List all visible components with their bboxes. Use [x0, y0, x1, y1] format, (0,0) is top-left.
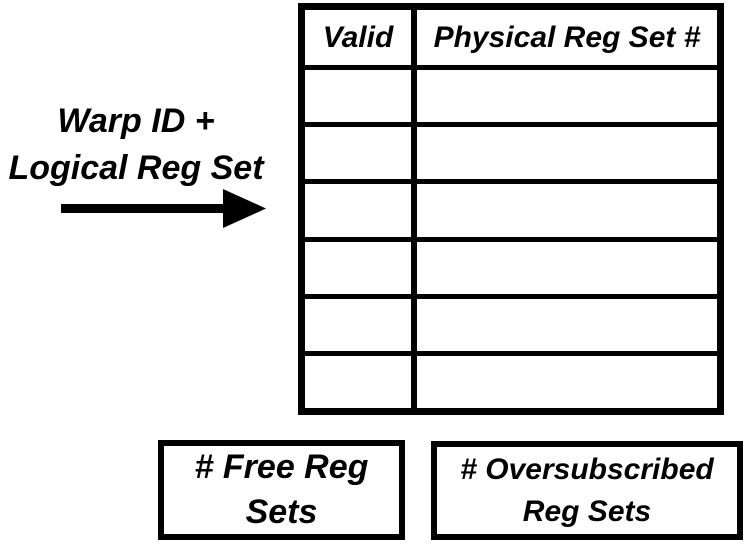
physical-reg-set-cell [417, 355, 717, 408]
valid-cell [305, 298, 411, 351]
input-label-line1: Warp ID + [57, 102, 215, 140]
column-header-physical-reg-set: Physical Reg Set # [417, 10, 717, 65]
valid-cell [305, 70, 411, 123]
valid-cell [305, 241, 411, 294]
right-arrow-icon [61, 189, 266, 228]
free-reg-sets-line2: Sets [245, 493, 318, 531]
warp-id-input-label: Warp ID + Logical Reg Set [0, 98, 272, 192]
physical-reg-set-cell [417, 241, 717, 294]
oversubscribed-reg-sets-line1: # Oversubscribed [460, 452, 714, 486]
oversubscribed-reg-sets-box: # Oversubscribed Reg Sets [431, 441, 743, 540]
valid-cell [305, 127, 411, 180]
renaming-table: Valid Physical Reg Set # [298, 3, 724, 415]
physical-reg-set-cell [417, 298, 717, 351]
free-reg-sets-box: # Free Reg Sets [158, 440, 405, 540]
column-header-valid: Valid [305, 10, 411, 65]
oversubscribed-reg-sets-line2: Reg Sets [522, 494, 652, 528]
valid-cell [305, 355, 411, 408]
physical-reg-set-cell [417, 184, 717, 237]
valid-cell [305, 184, 411, 237]
free-reg-sets-line1: # Free Reg [194, 448, 369, 486]
physical-reg-set-cell [417, 70, 717, 123]
input-label-line2: Logical Reg Set [8, 149, 264, 187]
physical-reg-set-cell [417, 127, 717, 180]
